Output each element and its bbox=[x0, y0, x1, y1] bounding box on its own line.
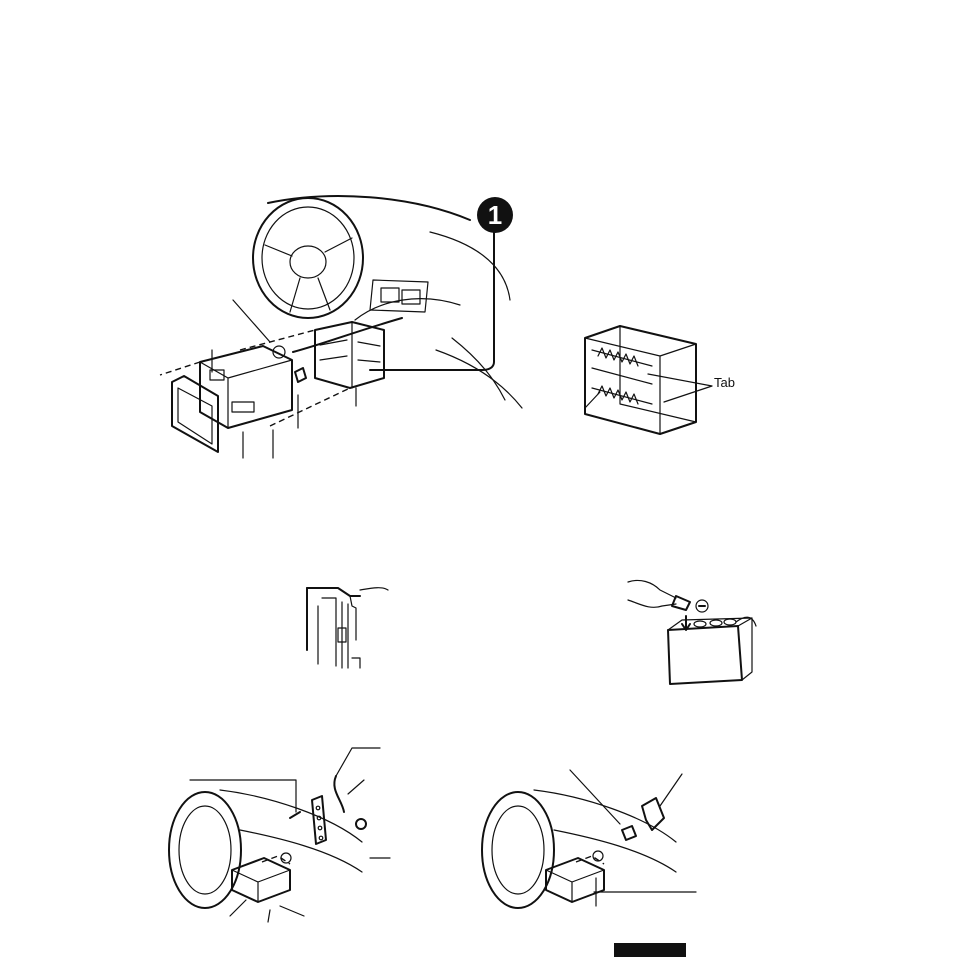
steering-wheel bbox=[253, 198, 363, 318]
mounting-sleeve-figure bbox=[585, 326, 712, 434]
clamp-mounting-figure bbox=[482, 770, 696, 908]
battery-disconnect-figure bbox=[628, 580, 756, 684]
tab-label: Tab bbox=[714, 376, 735, 389]
page-marker-bar bbox=[614, 943, 686, 957]
panel-corner-figure bbox=[307, 588, 388, 668]
dashboard-install-figure bbox=[160, 196, 522, 458]
bracket-mounting-figure bbox=[169, 748, 390, 922]
step-number-badge: 1 bbox=[477, 197, 513, 233]
